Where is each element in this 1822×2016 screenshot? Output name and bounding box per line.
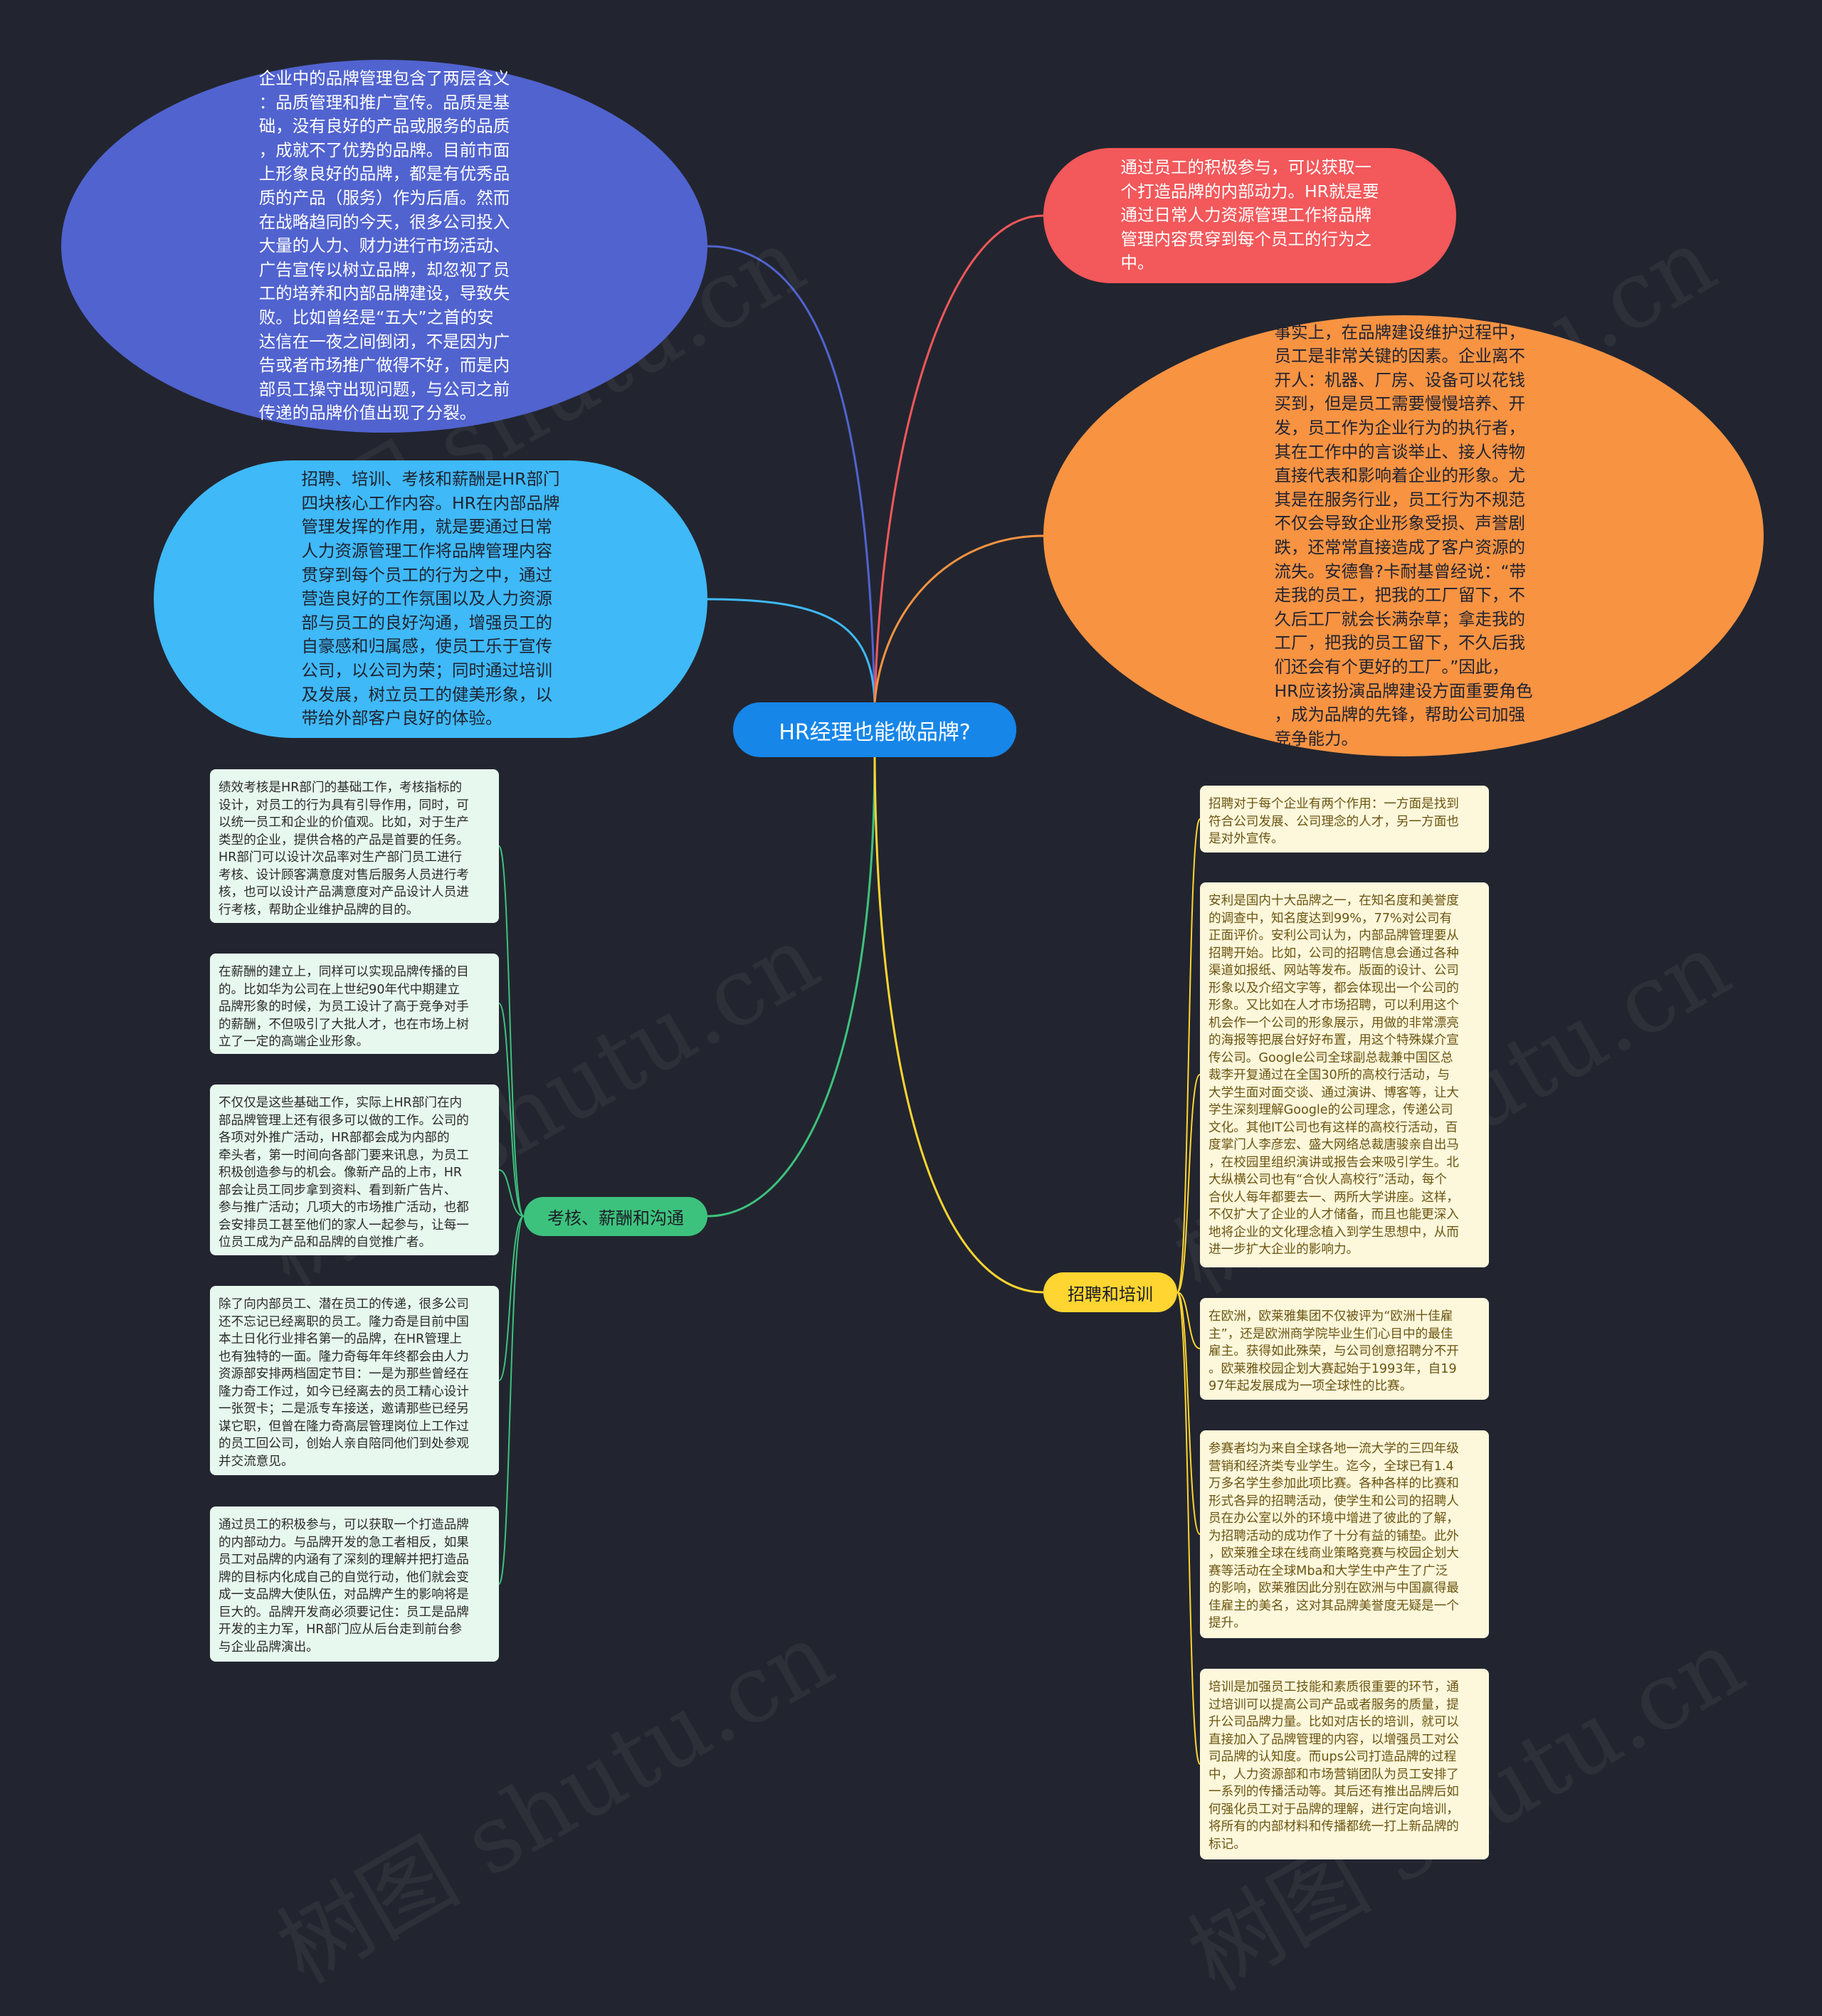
link-right-card-5 — [1176, 1292, 1201, 1765]
card-text: 除了向内部员工、潜在员工的传递，很多公司 还不忘记已经离职的员工。隆力奇是目前中… — [218, 1297, 469, 1469]
link-right-card-4 — [1176, 1292, 1201, 1535]
card-text: 参赛者均为来自全球各地一流大学的三四年级 营销和经济类专业学生。迄今，全球已有1… — [1208, 1442, 1459, 1630]
left-detail-card[interactable]: 通过员工的积极参与，可以获取一个打造品牌 的内部动力。与品牌开发的急工者相反，如… — [210, 1506, 499, 1662]
link-right-card-2 — [1176, 1074, 1201, 1293]
link-branch-right — [873, 756, 1044, 1294]
right-detail-card[interactable]: 安利是国内十大品牌之一，在知名度和美誉度 的调查中，知名度达到99%，77%对公… — [1200, 882, 1489, 1267]
bubble-text: 通过员工的积极参与，可以获取一 个打造品牌的内部动力。HR就是要 通过日常人力资… — [1120, 157, 1379, 273]
branch-label: 考核、薪酬和沟通 — [547, 1208, 684, 1228]
card-text: 绩效考核是HR部门的基础工作，考核指标的 设计，对员工的行为具有引导作用，同时，… — [218, 781, 469, 917]
link-left-card-2 — [498, 1003, 525, 1217]
left-detail-card[interactable]: 绩效考核是HR部门的基础工作，考核指标的 设计，对员工的行为具有引导作用，同时，… — [210, 769, 499, 923]
link-right-card-3 — [1176, 1292, 1201, 1349]
link-bubble-2 — [707, 598, 876, 703]
link-bubble-4 — [873, 534, 1044, 703]
right-detail-card[interactable]: 培训是加强员工技能和素质很重要的环节，通 过培训可以提高公司产品或者服务的质量，… — [1200, 1669, 1489, 1859]
card-text: 培训是加强员工技能和素质很重要的环节，通 过培训可以提高公司产品或者服务的质量，… — [1208, 1680, 1459, 1852]
link-left-card-3 — [498, 1169, 525, 1217]
link-left-card-4 — [498, 1215, 525, 1381]
right-detail-card[interactable]: 在欧洲，欧莱雅集团不仅被评为“欧洲十佳雇 主”，还是欧洲商学院毕业生们心目中的最… — [1200, 1298, 1489, 1400]
link-bubble-3 — [873, 214, 1044, 703]
left-detail-card[interactable]: 除了向内部员工、潜在员工的传递，很多公司 还不忘记已经离职的员工。隆力奇是目前中… — [210, 1286, 499, 1475]
topic-bubble-employee-key-factor[interactable]: 事实上，在品牌建设维护过程中， 员工是非常关键的因素。企业离不 开人：机器、厂房… — [1043, 315, 1764, 756]
left-detail-card[interactable]: 在薪酬的建立上，同样可以实现品牌传播的目 的。比如华为公司在上世纪90年代中期建… — [210, 954, 499, 1054]
card-text: 在薪酬的建立上，同样可以实现品牌传播的目 的。比如华为公司在上世纪90年代中期建… — [218, 965, 469, 1049]
topic-bubble-employee-participation[interactable]: 通过员工的积极参与，可以获取一 个打造品牌的内部动力。HR就是要 通过日常人力资… — [1043, 148, 1456, 283]
card-text: 不仅仅是这些基础工作，实际上HR部门在内 部品牌管理上还有很多可以做的工作。公司… — [218, 1096, 469, 1250]
link-branch-left — [707, 756, 876, 1218]
branch-label: 招聘和培训 — [1068, 1284, 1153, 1304]
link-left-card-1 — [498, 845, 525, 1217]
right-detail-card[interactable]: 参赛者均为来自全球各地一流大学的三四年级 营销和经济类专业学生。迄今，全球已有1… — [1200, 1430, 1489, 1638]
card-text: 通过员工的积极参与，可以获取一个打造品牌 的内部动力。与品牌开发的急工者相反，如… — [218, 1518, 469, 1655]
card-text: 安利是国内十大品牌之一，在知名度和美誉度 的调查中，知名度达到99%，77%对公… — [1208, 894, 1459, 1257]
bubble-text: 企业中的品牌管理包含了两层含义 ：品质管理和推广宣传。品质是基 础，没有良好的产… — [258, 68, 510, 423]
bubble-text: 事实上，在品牌建设维护过程中， 员工是非常关键的因素。企业离不 开人：机器、厂房… — [1274, 322, 1533, 749]
bubble-text: 招聘、培训、考核和薪酬是HR部门 四块核心工作内容。HR在内部品牌 管理发挥的作… — [301, 469, 560, 729]
link-right-card-1 — [1176, 818, 1201, 1293]
connector-lines — [498, 214, 1201, 1765]
topic-bubble-brand-meaning[interactable]: 企业中的品牌管理包含了两层含义 ：品质管理和推广宣传。品质是基 础，没有良好的产… — [61, 60, 707, 433]
link-bubble-1 — [707, 245, 876, 703]
card-text: 在欧洲，欧莱雅集团不仅被评为“欧洲十佳雇 主”，还是欧洲商学院毕业生们心目中的最… — [1208, 1309, 1459, 1393]
right-detail-card[interactable]: 招聘对于每个企业有两个作用：一方面是找到 符合公司发展、公司理念的人才，另一方面… — [1200, 786, 1489, 853]
branch-recruitment-training[interactable]: 招聘和培训 — [1043, 1272, 1177, 1312]
left-detail-card[interactable]: 不仅仅是这些基础工作，实际上HR部门在内 部品牌管理上还有很多可以做的工作。公司… — [210, 1084, 499, 1255]
link-left-card-5 — [498, 1215, 525, 1585]
central-topic-label: HR经理也能做品牌? — [779, 719, 971, 745]
central-topic[interactable]: HR经理也能做品牌? — [733, 702, 1016, 757]
topic-bubble-hr-core-work[interactable]: 招聘、培训、考核和薪酬是HR部门 四块核心工作内容。HR在内部品牌 管理发挥的作… — [154, 460, 707, 738]
branch-appraisal-pay-communication[interactable]: 考核、薪酬和沟通 — [524, 1197, 707, 1236]
card-text: 招聘对于每个企业有两个作用：一方面是找到 符合公司发展、公司理念的人才，另一方面… — [1208, 797, 1459, 846]
